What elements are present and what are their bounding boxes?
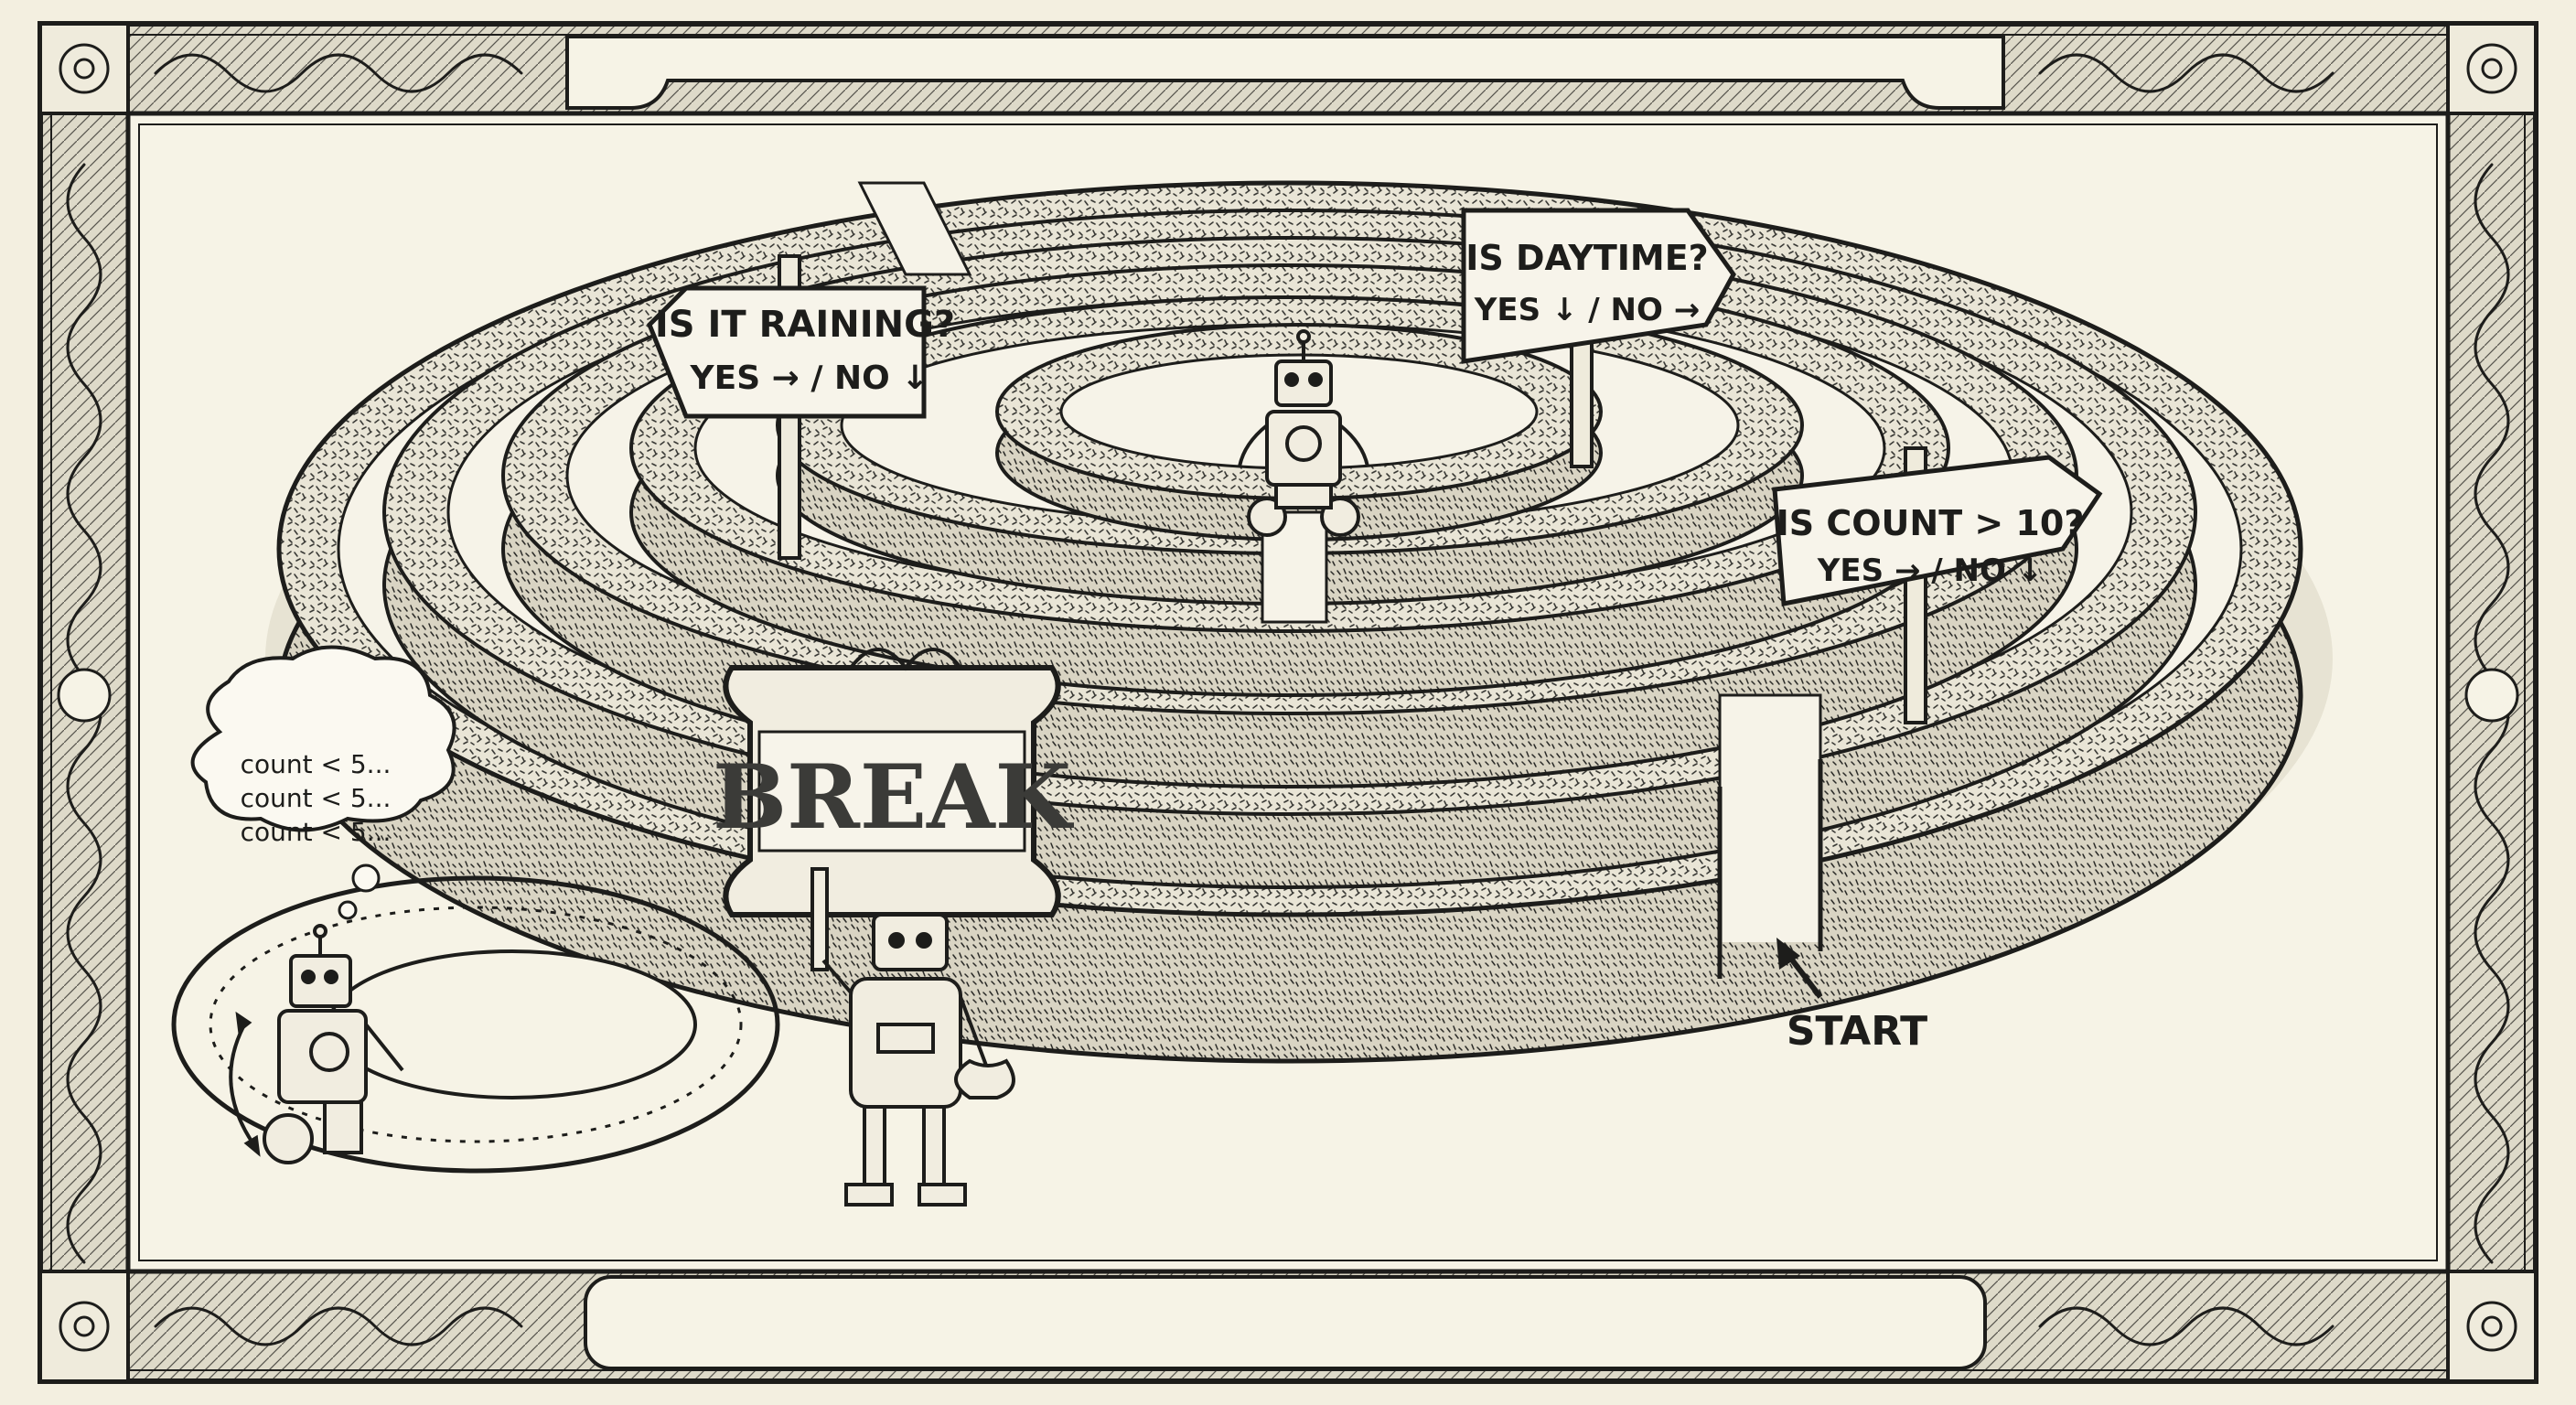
sign-count: IS COUNT > 10? YES → / NO ↓ xyxy=(1772,446,2103,724)
sign-daytime-line2: YES ↓ / NO → xyxy=(1474,292,1700,328)
robot-loop xyxy=(229,924,404,1164)
break-sign-label: BREAK xyxy=(713,745,1075,849)
thought-line-1: count < 5... xyxy=(241,749,392,779)
sign-raining: IS IT RAINING? YES → / NO ↓ xyxy=(647,254,955,560)
robot-center xyxy=(1238,329,1369,537)
sign-count-line1: IS COUNT > 10? xyxy=(1776,503,2085,543)
sign-daytime: IS DAYTIME? YES ↓ / NO → xyxy=(1461,208,1736,468)
wrench-icon xyxy=(954,1058,1015,1099)
loop-arrow-icon xyxy=(229,1019,258,1150)
thought-bubble: count < 5... count < 5... count < 5... xyxy=(190,645,456,920)
sign-count-line2: YES → / NO ↓ xyxy=(1817,552,2043,589)
start-marker: START xyxy=(1776,938,1927,1055)
sign-raining-line1: IS IT RAINING? xyxy=(655,304,955,346)
thought-line-3: count < 5... xyxy=(241,817,392,847)
start-label: START xyxy=(1787,1008,1927,1055)
sign-daytime-line1: IS DAYTIME? xyxy=(1465,238,1708,278)
thought-line-2: count < 5... xyxy=(241,783,392,813)
hedge-maze xyxy=(265,180,2333,1064)
break-sign: BREAK xyxy=(713,648,1075,917)
robot-break xyxy=(810,867,1015,1207)
sign-raining-line2: YES → / NO ↓ xyxy=(690,359,929,397)
